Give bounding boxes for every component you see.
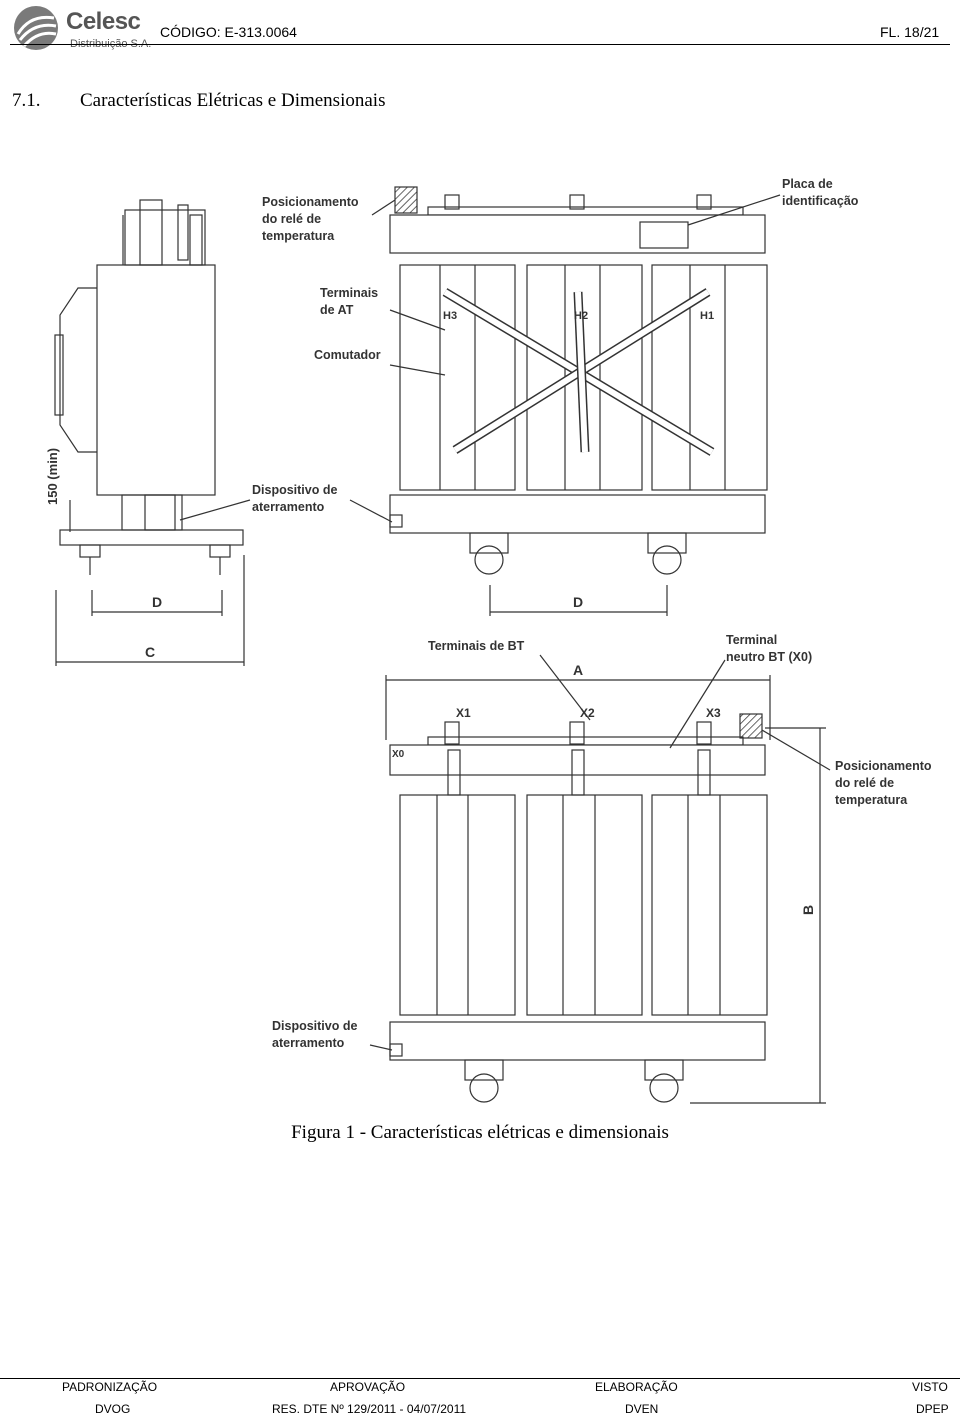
phase-bt-x3: X3 <box>706 706 721 720</box>
dim-d-side: D <box>152 594 163 610</box>
label-grounding-top: Dispositivo de aterramento <box>252 483 338 514</box>
section-number: 7.1. <box>12 90 41 111</box>
logo-name: Celesc <box>66 8 141 35</box>
section-title: Características Elétricas e Dimensionais <box>80 90 386 111</box>
phase-at-h3: H3 <box>443 310 458 322</box>
label-bt-terminals: Terminais de BT <box>428 639 525 653</box>
footer-header-padronizacao: PADRONIZAÇÃO <box>62 1380 158 1394</box>
celesc-logo <box>10 4 150 52</box>
dim-d-front: D <box>573 594 584 610</box>
page-number: FL. 18/21 <box>880 24 940 40</box>
neutral-x0: X0 <box>392 749 405 760</box>
front-view-at <box>179 186 781 616</box>
footer-value-visto: DPEP <box>916 1402 949 1416</box>
dim-c-side: C <box>145 644 156 660</box>
label-switch: Comutador <box>314 348 381 362</box>
phase-at-h1: H1 <box>700 310 715 322</box>
figure-caption: Figura 1 - Características elétricas e d… <box>291 1122 669 1143</box>
footer-value-padronizacao: DVOG <box>95 1402 131 1416</box>
label-grounding-bottom: Dispositivo de aterramento <box>272 1019 358 1050</box>
footer-header-visto: VISTO <box>912 1380 948 1394</box>
phase-bt-x2: X2 <box>580 706 595 720</box>
front-view-bt <box>369 654 831 1104</box>
dim-b: B <box>800 904 816 915</box>
celesc-logo-icon <box>14 6 58 50</box>
phase-bt-x1: X1 <box>456 706 471 720</box>
header-divider <box>10 44 950 45</box>
label-temp-relay-bottom: Posicionamento do relé de temperatura <box>835 759 932 807</box>
footer-header-aprovacao: APROVAÇÃO <box>330 1380 406 1394</box>
footer-value-aprovacao: RES. DTE Nº 129/2011 - 04/07/2011 <box>272 1402 467 1416</box>
label-neutral-terminal: Terminal neutro BT (X0) <box>726 633 813 664</box>
label-nameplate: Placa de identificação <box>782 177 859 208</box>
side-view <box>54 199 245 666</box>
footer-header-elaboracao: ELABORAÇÃO <box>595 1380 678 1394</box>
dim-min-height: 150 (min) <box>45 447 60 505</box>
dim-a: A <box>573 662 584 678</box>
footer-divider <box>0 1378 960 1379</box>
footer-value-elaboracao: DVEN <box>625 1402 659 1416</box>
phase-at-h2: H2 <box>574 310 589 322</box>
document-code: CÓDIGO: E-313.0064 <box>160 24 297 40</box>
label-temp-relay-top: Posicionamento do relé de temperatura <box>262 195 359 243</box>
label-at-terminals: Terminais de AT <box>320 286 379 317</box>
